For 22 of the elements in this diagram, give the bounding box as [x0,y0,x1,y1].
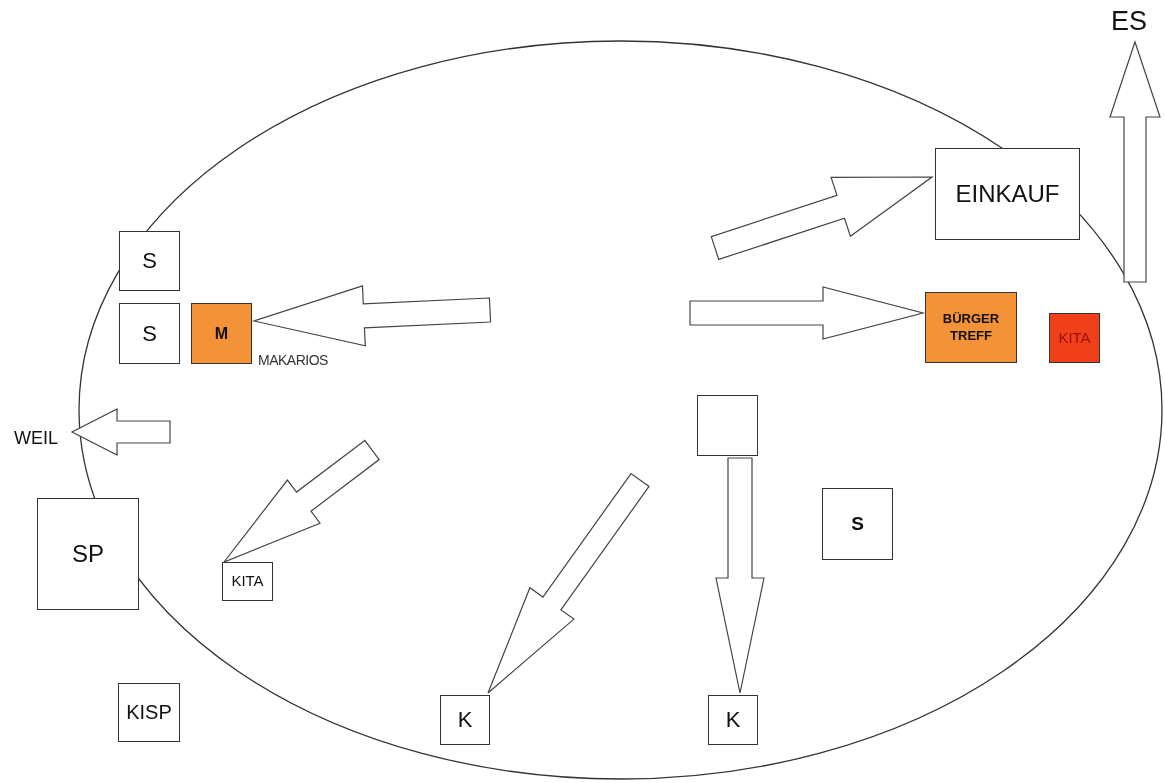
block-arrow [222,439,381,564]
place-box: KISP [118,683,180,742]
place-box: S [119,303,180,364]
block-arrow [1109,40,1161,283]
empty-box [697,395,758,456]
block-arrow [710,176,934,261]
block-arrow [715,457,765,694]
place-label: ES [1098,4,1160,40]
block-arrow [70,408,171,456]
place-box: K [708,695,758,745]
place-box: M [191,303,252,364]
place-box: S [822,488,893,560]
place-box: KITA [222,562,273,601]
place-box: SP [37,498,139,610]
place-caption: MAKARIOS [258,352,328,368]
place-label: WEIL [6,424,66,452]
block-arrow [251,285,492,347]
block-arrow [487,472,650,694]
place-box: BÜRGER TREFF [925,292,1017,363]
place-box: KITA [1049,313,1100,363]
place-box: K [440,695,490,745]
block-arrow [689,286,926,340]
